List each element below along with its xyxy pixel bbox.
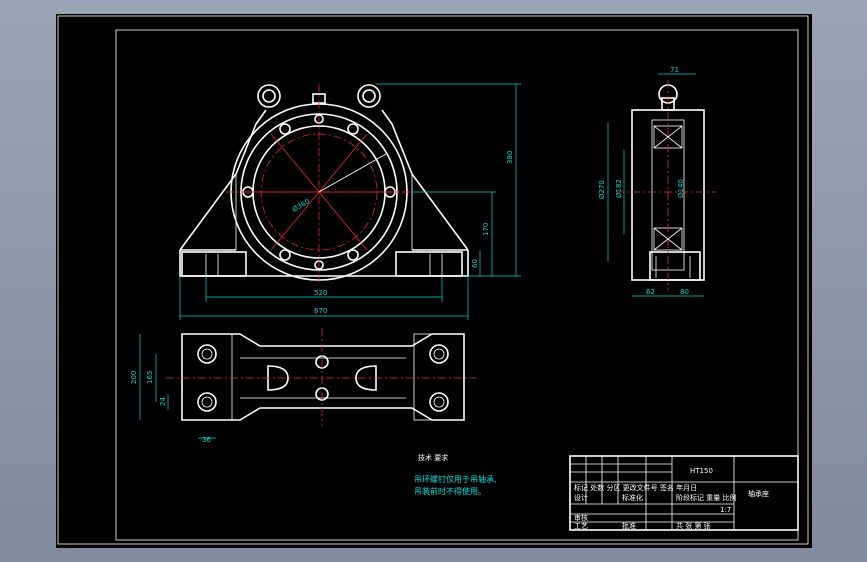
right-slot — [355, 365, 377, 391]
left-foot — [181, 251, 247, 277]
sheet-border-inner — [115, 29, 799, 541]
drawing-name: 轴承座 — [748, 489, 769, 498]
dim-dia-360: Ø360 — [291, 197, 311, 213]
cad-drawing: Ø360 520 670 380 170 60 — [57, 15, 809, 545]
dim-top-71: 71 — [670, 66, 679, 74]
dim-bottom-80: 80 — [680, 288, 689, 296]
design-label: 设计 — [574, 493, 588, 502]
dim-height-60: 60 — [471, 259, 479, 268]
material-label: HT150 — [690, 467, 713, 475]
right-rib — [381, 109, 469, 251]
dim-dia-182: Ø182 — [615, 179, 623, 198]
title-block: HT150 轴承座 标记 处数 分区 更改文件号 签名 年月日 设计 标准化 阶… — [569, 455, 799, 531]
dim-width-670: 670 — [314, 307, 327, 315]
approve-label: 批准 — [622, 521, 636, 530]
notes-line-1: 吊环螺钉仅用于吊轴承, — [414, 474, 497, 484]
dim-plan-165: 165 — [146, 371, 154, 384]
dim-dia-270: Ø270 — [598, 180, 606, 199]
dim-dia-140: Ø140 — [677, 179, 685, 198]
label-row: 标记 处数 分区 更改文件号 签名 年月日 — [574, 483, 697, 492]
left-rib — [179, 109, 267, 251]
side-base — [649, 251, 701, 281]
notes-line-2: 吊装前时不得使用。 — [414, 486, 486, 496]
dim-plan-200: 200 — [130, 371, 138, 384]
dim-plan-36: 36 — [202, 436, 211, 444]
lifting-eyes — [257, 84, 381, 108]
side-section-view: 71 Ø270 Ø182 Ø140 62 80 — [598, 66, 716, 297]
scale-value: 1:7 — [720, 506, 731, 514]
dim-height-380: 380 — [506, 151, 514, 164]
dim-height-170: 170 — [482, 223, 490, 236]
sheet-border-outer — [57, 15, 809, 545]
front-base-outline — [179, 250, 469, 277]
front-view: Ø360 520 670 380 170 60 — [179, 83, 521, 320]
dim-bottom-62: 62 — [646, 288, 655, 296]
technical-notes: 技术 要求 吊环螺钉仅用于吊轴承, 吊装前时不得使用。 — [414, 453, 497, 496]
plan-view: 200 165 24 36 — [130, 328, 476, 444]
right-foot — [395, 251, 463, 277]
stage-label: 阶段标记 重量 比例 — [676, 493, 736, 502]
notes-heading: 技术 要求 — [418, 453, 448, 462]
review-label: 审核 — [574, 513, 588, 522]
drawing-sheet: Ø360 520 670 380 170 60 — [56, 14, 812, 548]
dim-plan-24: 24 — [159, 397, 167, 406]
craft-label: 工艺 — [574, 522, 588, 530]
standard-label: 标准化 — [622, 493, 643, 502]
plan-outline — [181, 333, 465, 421]
left-slot — [267, 365, 289, 391]
sheet-info: 共 张 第 张 — [676, 521, 711, 530]
dim-width-520: 520 — [314, 289, 327, 297]
